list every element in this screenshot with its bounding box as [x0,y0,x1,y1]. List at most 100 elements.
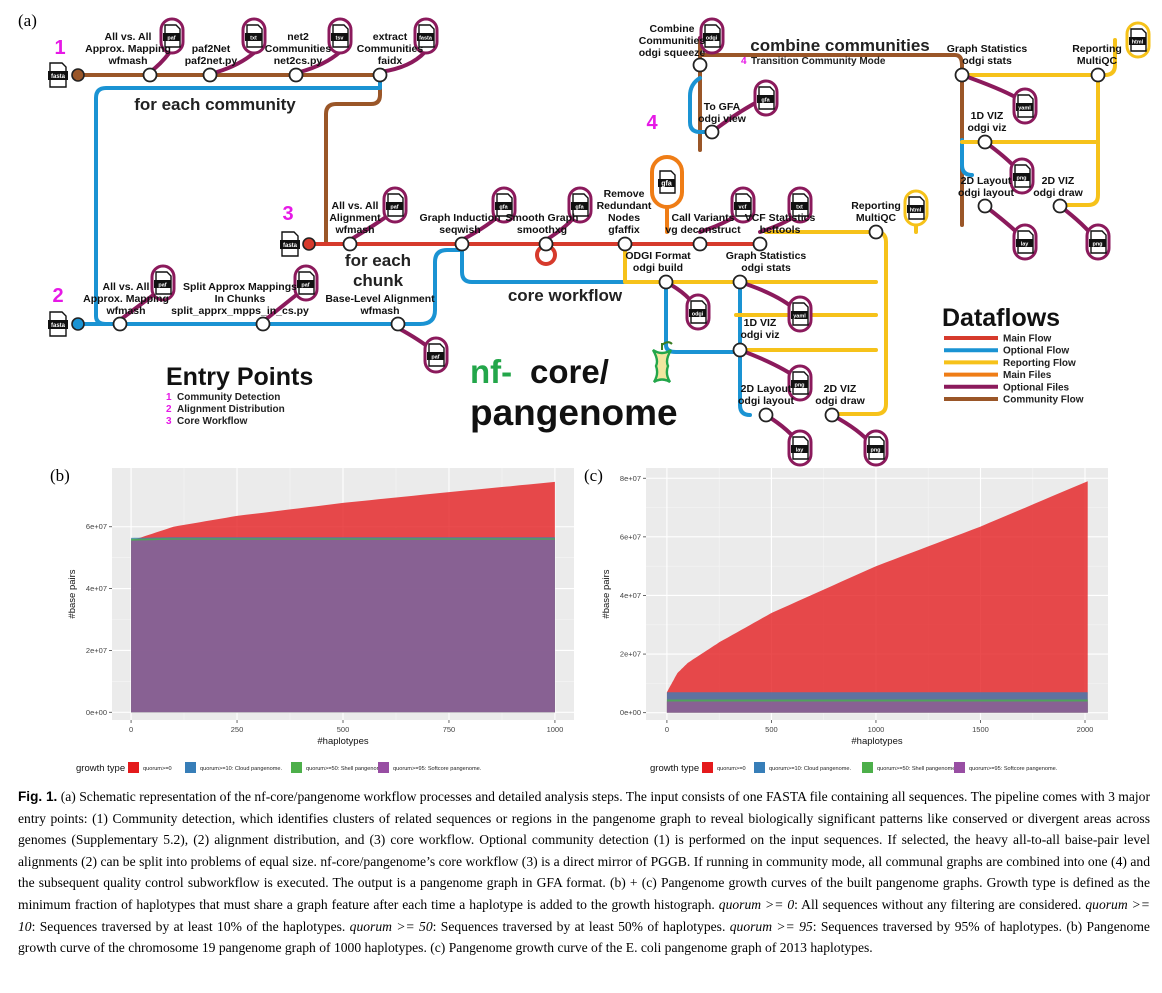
file-icon-3-label: fasta [419,36,433,42]
caption-math-q50: quorum >= 50 [349,918,433,934]
file-icon-9: gfa [567,186,593,224]
file-icon-11-label: txt [796,205,803,211]
station-4 [112,316,128,332]
chart-c-ytick-label-4: 8e+07 [620,474,641,483]
file-icon-2: tsv [327,17,353,55]
label-to-gfa-line-0: To GFA [704,101,741,113]
chart-b-ytick-label-2: 4e+07 [86,584,107,593]
chart-c-ytick-label-2: 4e+07 [620,591,641,600]
dataflow-label-0: Main Flow [1003,334,1052,345]
chart-b-area-3 [131,539,555,713]
file-icon-4-label: paf [158,283,166,289]
fasta-entry-1-label: fasta [51,74,66,80]
chart-c-ylabel: #base pairs [601,569,612,618]
label-core-graph-stats-line-0: Graph Statistics [726,250,807,262]
logo-core: core/ [530,353,609,390]
label-to-gfa-line-1: odgi view [698,113,747,125]
label-remove-redundant-line-1: Redundant [597,200,652,212]
file-icon-18-band [703,33,720,41]
label-remove-redundant-line-3: gfaffix [608,224,640,236]
fasta-entry-2-label: fasta [51,323,66,329]
chart-c-xtick-label-2: 1000 [868,725,885,734]
file-icon-15: png [787,364,813,402]
station-8 [454,236,470,252]
file-icon-2-band [331,33,348,41]
fasta-entry-3-band [280,240,300,249]
chart-b-xtick-label-1: 250 [231,725,244,734]
label-vcf-statistics-line-1: bcftools [760,224,801,236]
station-20 [704,124,720,140]
file-icon-24: png [1085,223,1111,261]
gfa-main-file-band [658,179,675,187]
dataflow-label-4: Optional Files [1003,382,1070,393]
file-icon-18-label: odgi [706,36,718,42]
file-icon-24-label: png [1092,242,1102,248]
file-icon-3: fasta [413,17,439,55]
chart-b-ylabel: #base pairs [67,569,78,618]
label-core-workflow: core workflow [508,286,623,305]
file-icon-10: vcf [730,186,756,224]
chart-c-area-0 [666,481,1088,713]
dataflow-label-1: Optional Flow [1003,346,1069,357]
label-combine-graph-stats-line-1: odgi stats [962,55,1012,67]
label-core-viz2d-line-1: odgi draw [815,395,865,407]
chart-b-ytick-label-1: 2e+07 [86,646,107,655]
file-icon-6-label: paf [431,355,439,361]
dataflow-label-5: Community Flow [1003,395,1084,406]
chart-c-xtick-label-0: 0 [665,725,669,734]
station-19 [692,57,708,73]
file-icon-6-band [427,352,444,360]
label-community-approx-mapping-line-1: Approx. Mapping [85,43,171,55]
chart-b-ytick-label-0: 0e+00 [86,708,107,717]
file-icon-8: gfa [491,186,517,224]
chart-b-ytick-label-3: 6e+07 [86,522,107,531]
label-combine-viz1d-line-1: odgi viz [967,122,1006,134]
chart-b-legend-label-0: quorum>=0 [143,766,172,772]
entry-number-3: 3 [282,203,293,225]
entry-number-2: 2 [52,285,63,307]
label-core-alignment-line-0: All vs. All [332,200,379,212]
label-call-variants-line-1: vg deconstruct [665,224,741,236]
file-icon-23-band [1016,239,1033,247]
file-icon-21-label: yaml [1018,106,1031,112]
chart-b-legend-swatch-0 [128,762,139,773]
entry-number-4: 4 [646,112,658,134]
fasta-entry-2: fasta [48,311,68,337]
file-icon-13-band [689,309,706,317]
label-vcf-statistics-line-0: VCF Statistics [745,212,816,224]
file-icon-17-label: png [870,448,880,454]
label-alignment-approx-mapping-line-0: All vs. All [103,281,150,293]
dataflow-label-3: Main Files [1003,370,1052,381]
label-combine-viz2d-line-0: 2D VIZ [1042,175,1075,187]
file-icon-8-band [495,202,512,210]
chart-c-legend-title: growth type [650,763,699,774]
chart-c-legend-swatch-2 [862,762,873,773]
file-icon-21: yaml [1012,87,1038,125]
fasta-entry-2-band [48,320,68,329]
caption-text-2: : All sequences without any filtering ar… [794,896,1086,912]
gfa-main-file-label: gfa [661,181,672,188]
optional-flow-combine-layout [960,138,974,177]
caption-text-0: (a) Schematic representation of the nf-c… [18,789,1150,912]
chart-b-legend-label-1: quorum>=10: Cloud pangenome. [200,766,283,772]
entry-station-3 [302,237,316,251]
station-12 [752,236,768,252]
file-icon-1-label: txt [250,36,257,42]
dataflows-title: Dataflows [942,304,1060,332]
file-icon-0: paf [159,17,185,55]
file-icon-6: paf [423,336,449,374]
label-net2communities-line-1: Communities [265,43,332,55]
figure-caption: Fig. 1. (a) Schematic representation of … [18,786,1150,959]
label-split-chunks-line-0: Split Approx Mappings [183,281,297,293]
station-16 [732,342,748,358]
caption-math-q10: quorum >= 10 [18,896,1150,934]
chart-c-legend-swatch-3 [954,762,965,773]
